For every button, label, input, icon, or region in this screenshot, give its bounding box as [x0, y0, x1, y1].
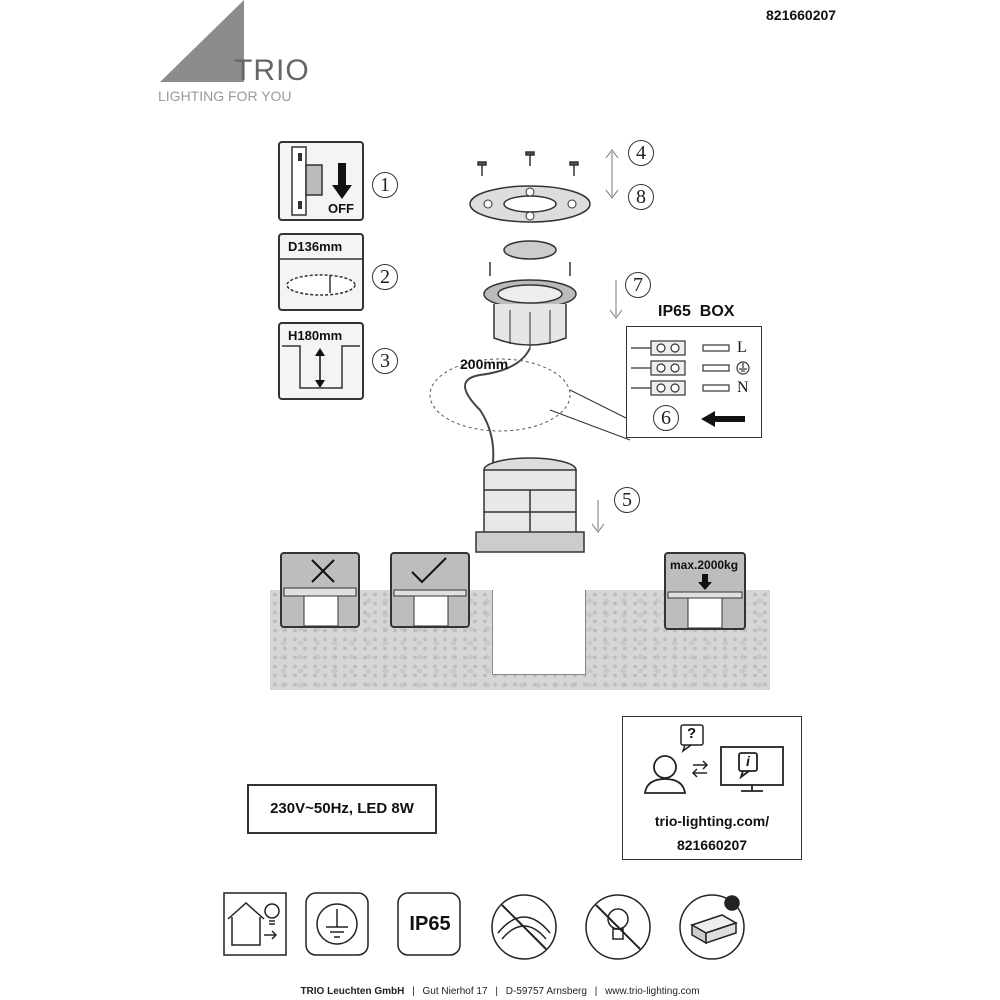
direction-arrows [591, 149, 623, 533]
load-arrow-icon [698, 574, 712, 590]
question-bubble-icon [680, 724, 704, 754]
terminal-n-label: N [737, 379, 749, 396]
hole-depth-icon [282, 345, 360, 389]
max-load-panel: max.2000kg [664, 552, 746, 630]
arrow-left-icon [701, 411, 745, 427]
hole-diameter-icon [280, 258, 362, 296]
indoor-outdoor-icon [223, 892, 288, 957]
question-mark: ? [687, 725, 697, 742]
diameter-label: D136mm [288, 239, 343, 254]
article-number: 821660207 [766, 7, 837, 23]
correct-install-panel [390, 552, 470, 628]
brand-logo: TRIO LIGHTING FOR YOU [158, 0, 318, 110]
step-number-8: 8 [628, 184, 654, 210]
step1-power-off-panel: OFF [278, 141, 364, 221]
max-load-label: max.2000kg [670, 558, 739, 572]
footer-company: TRIO Leuchten GmbH [300, 986, 405, 997]
led-not-replaceable-icon [584, 893, 651, 960]
footer-website[interactable]: www.trio-lighting.com [605, 986, 700, 997]
footer-separator: | [412, 986, 415, 997]
depth-label: H180mm [288, 328, 343, 343]
checkmark-icon [411, 557, 447, 584]
footer-address2: D-59757 Arnsberg [505, 986, 587, 997]
ground-sleeve [475, 457, 585, 553]
off-label: OFF [328, 201, 354, 216]
footer-separator: | [594, 986, 598, 997]
footer-address1: Gut Nierhof 17 [422, 986, 488, 997]
cable-length-label: 200mm [460, 356, 509, 372]
step-number-2: 2 [372, 264, 398, 290]
wrong-install-panel [280, 552, 360, 628]
step-number-4: 4 [628, 140, 654, 166]
cross-icon [311, 559, 335, 583]
driver-not-replaceable-icon [678, 893, 745, 960]
step-number-3: 3 [372, 348, 398, 374]
ip65-label: IP65 [409, 913, 451, 935]
step3-depth-panel: H180mm [278, 322, 364, 400]
terminal-l-label: L [737, 339, 747, 356]
exchange-arrows-icon [691, 760, 709, 778]
footer: TRIO Leuchten GmbH | Gut Nierhof 17 | D-… [0, 986, 1000, 997]
ip-box-title: IP65 BOX [658, 303, 735, 320]
support-url-line1[interactable]: trio-lighting.com/ [654, 813, 770, 829]
no-cover-icon [490, 893, 557, 960]
screw-icon [477, 151, 579, 176]
earth-symbol-icon [736, 361, 750, 375]
step2-diameter-panel: D136mm [278, 233, 364, 311]
support-url-line2[interactable]: 821660207 [676, 837, 748, 853]
support-box: ? i trio-lighting.com/ 821660207 [622, 716, 802, 860]
glass-disk [503, 240, 557, 260]
protection-class-1-icon [305, 892, 370, 957]
step-number-6: 6 [653, 405, 679, 431]
brand-tagline: LIGHTING FOR YOU [158, 88, 292, 104]
brand-name: TRIO [234, 54, 310, 87]
switch-off-icon [291, 146, 352, 216]
assembly-drawing [429, 149, 631, 553]
terminal-block-icon [631, 340, 750, 427]
step-number-1: 1 [372, 172, 398, 198]
footer-separator: | [495, 986, 498, 997]
step-number-7: 7 [625, 272, 651, 298]
support-illustration [643, 724, 784, 794]
ip65-icon: IP65 [397, 892, 462, 957]
monitor-icon [720, 746, 784, 792]
step-number-5: 5 [614, 487, 640, 513]
user-icon [643, 755, 687, 794]
logo-triangle-icon [160, 0, 244, 82]
ground-hole [492, 590, 586, 675]
ip-box-panel: L N 6 [626, 326, 762, 438]
spec-box: 230V~50Hz, LED 8W [247, 784, 437, 834]
info-mark: i [746, 753, 750, 769]
lamp-body [483, 279, 577, 348]
